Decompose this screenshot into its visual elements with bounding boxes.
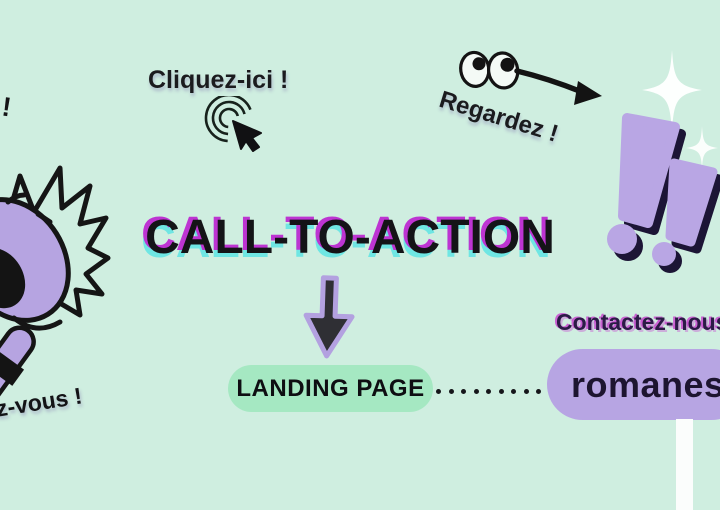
fragment-exclamation-label: !	[0, 91, 14, 123]
brand-pill[interactable]: romanesko	[547, 349, 720, 420]
connector-dot	[486, 389, 491, 394]
connector-dot	[498, 389, 504, 394]
googly-eyes-icon	[459, 50, 520, 90]
down-arrow-icon	[303, 275, 355, 359]
look-arrow-icon	[514, 68, 602, 105]
contact-label: Contactez-nous	[556, 309, 720, 335]
connector-dot	[523, 389, 529, 394]
connector-dot	[448, 389, 454, 394]
landing-page-label: LANDING PAGE	[236, 374, 425, 402]
sparkles-icon	[642, 50, 718, 168]
white-column	[676, 419, 693, 510]
dotted-connector	[436, 389, 541, 394]
connector-dot	[461, 389, 466, 394]
burst-icon	[3, 165, 111, 318]
megaphone-icon	[0, 165, 111, 407]
connector-dot	[511, 389, 516, 394]
connector-dot	[536, 389, 541, 394]
click-cursor-icon	[204, 96, 262, 152]
cliquez-ici-label: Cliquez-ici !	[148, 66, 289, 94]
double-exclamation-icon	[607, 113, 720, 273]
brand-label: romanesko	[571, 363, 720, 405]
connector-dot	[436, 389, 441, 394]
connector-dot	[473, 389, 479, 394]
landing-page-pill[interactable]: LANDING PAGE	[228, 365, 433, 412]
page-title: CALL-TO-ACTION	[145, 211, 555, 264]
